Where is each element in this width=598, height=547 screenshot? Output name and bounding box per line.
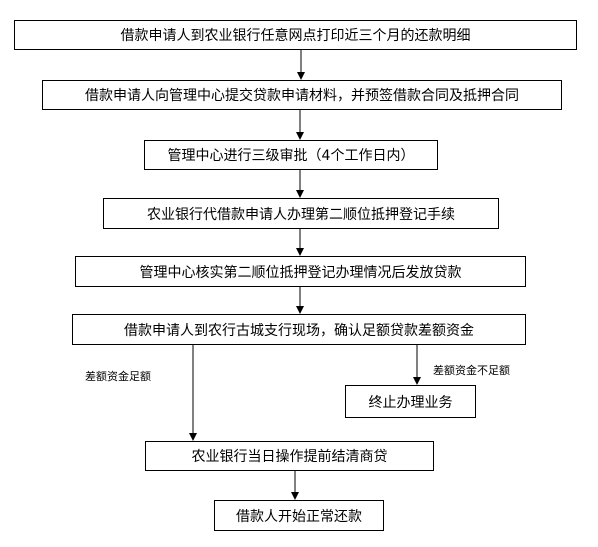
step-verify-and-disburse: 管理中心核实第二顺位抵押登记办理情况后发放贷款 bbox=[75, 256, 526, 287]
branch-label-insufficient: 差额资金不足额 bbox=[433, 364, 510, 377]
step-confirm-balance-funds: 借款申请人到农行古城支行现场，确认足额贷款差额资金 bbox=[72, 314, 526, 345]
step-three-level-approval: 管理中心进行三级审批（4个工作日内） bbox=[144, 140, 438, 170]
stop-terminate-business: 终止办理业务 bbox=[345, 385, 476, 418]
step-print-repayment-detail: 借款申请人到农业银行任意网点打印近三个月的还款明细 bbox=[14, 20, 577, 50]
step-early-settlement: 农业银行当日操作提前结清商贷 bbox=[145, 441, 434, 471]
step-second-mortgage-registration: 农业银行代借款申请人办理第二顺位抵押登记手续 bbox=[103, 198, 499, 229]
branch-label-sufficient: 差额资金足额 bbox=[85, 370, 151, 383]
step-start-repayment: 借款人开始正常还款 bbox=[214, 500, 384, 531]
step-submit-application: 借款申请人向管理中心提交贷款申请材料，并预签借款合同及抵押合同 bbox=[42, 80, 562, 110]
